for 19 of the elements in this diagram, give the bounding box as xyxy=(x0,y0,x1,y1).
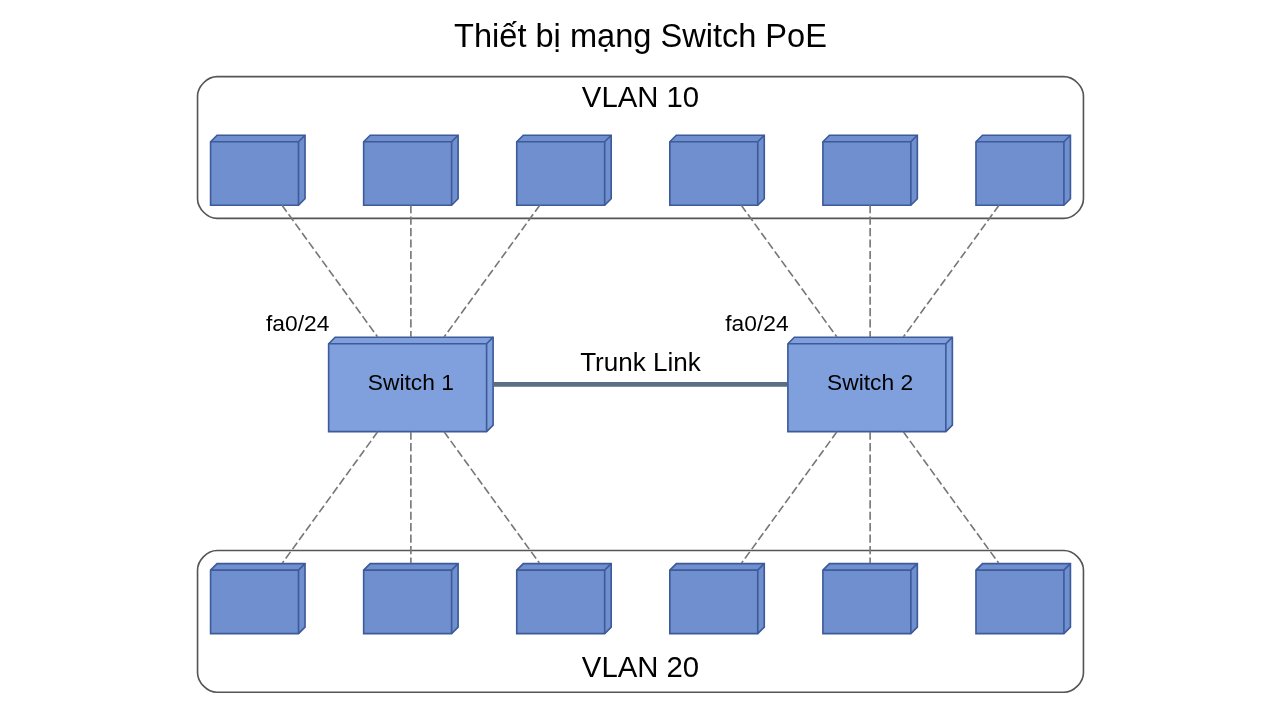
cluster: VLAN 10 xyxy=(196,75,1084,220)
connector xyxy=(280,204,378,338)
connector xyxy=(493,382,787,387)
cluster: VLAN 20 xyxy=(196,549,1084,694)
connector xyxy=(868,431,871,564)
node-label: fa0/24 xyxy=(724,310,789,337)
connector xyxy=(739,204,838,338)
connector xyxy=(902,204,1000,338)
connector xyxy=(281,431,378,564)
connector xyxy=(409,431,412,564)
connector xyxy=(442,431,540,564)
connector xyxy=(409,204,412,338)
connector xyxy=(442,204,541,338)
connector xyxy=(902,431,999,564)
connector xyxy=(740,431,838,564)
node-label: fa0/24 xyxy=(265,310,329,337)
edge-label: Trunk Link xyxy=(579,347,701,378)
connector xyxy=(868,204,871,338)
diagram-title: Thiết bị mạng Switch PoE xyxy=(453,18,827,55)
